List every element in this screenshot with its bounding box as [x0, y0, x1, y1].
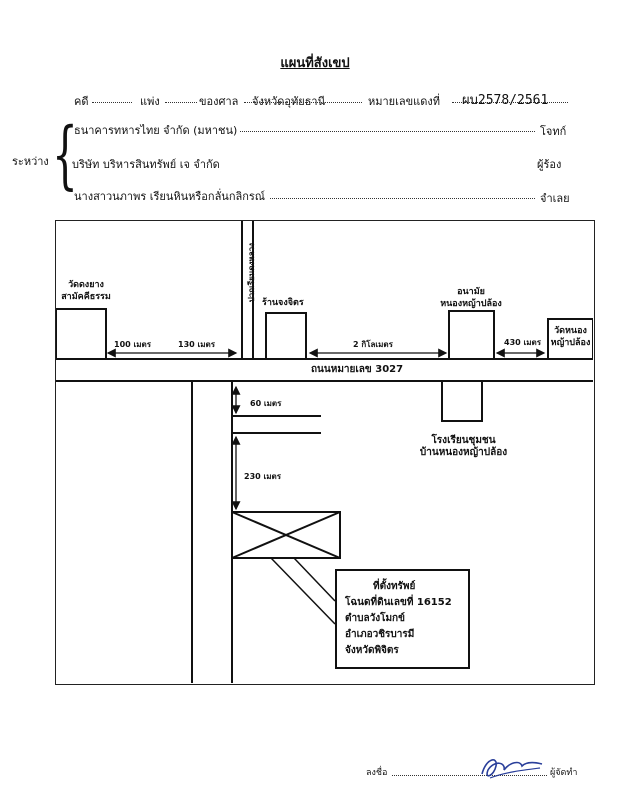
case-type: แพ่ง	[140, 95, 160, 108]
dotted-fill	[165, 92, 197, 103]
distance-label-1: 100 เมตร	[114, 340, 151, 349]
school-building	[441, 380, 483, 422]
dotted-fill	[270, 188, 535, 199]
distance-label-6: 230 เมตร	[244, 472, 281, 481]
party-plaintiff-role: โจทก์	[540, 125, 567, 138]
party-petitioner-name: บริษัท บริหารสินทรัพย์ เจ จำกัด	[72, 158, 220, 171]
dotted-fill	[244, 92, 362, 103]
court-label: ของศาล	[199, 95, 239, 108]
dotted-fill	[452, 92, 568, 103]
map-drawing	[56, 221, 593, 683]
case-label: คดี	[74, 95, 89, 108]
party-petitioner-role: ผู้ร้อง	[537, 158, 562, 171]
road-number-label: ถนนหมายเลข 3027	[311, 364, 404, 375]
signature-mark	[481, 759, 543, 779]
party-plaintiff-name: ธนาคารทหารไทย จำกัด (มหาชน)	[74, 124, 238, 137]
shop-label: ร้านจงจิตร	[262, 298, 304, 308]
property-info-box: ที่ตั้งทรัพย์ โฉนดที่ดินเลขที่ 16152 ตำบ…	[335, 569, 470, 669]
dotted-fill	[92, 92, 132, 103]
court-name: จังหวัดอุทัยธานี	[252, 95, 326, 108]
school-label: โรงเรียนชุมชน บ้านหนองหญ้าปล้อง	[419, 435, 508, 458]
red-number-value: ผบ2578/2561	[462, 93, 549, 108]
document-title: แผนที่สังเขป	[280, 56, 350, 71]
distance-label-2: 130 เมตร	[178, 340, 215, 349]
health-center-building	[448, 310, 495, 360]
temple-right-building	[547, 318, 593, 360]
property-deed-number: โฉนดที่ดินเลขที่ 16152	[345, 597, 452, 608]
property-subdistrict: ตำบลวังโมกข์	[345, 613, 405, 624]
distance-label-4: 430 เมตร	[504, 338, 541, 347]
temple-left-building	[56, 308, 107, 360]
red-number-label: หมายเลขแดงที่	[368, 95, 440, 108]
sketch-map: วัดดงยาง สามัคคีธรรม ปากเรียนดงหลวง ร้าน…	[55, 220, 595, 685]
property-district: อำเภอวชิรบารมี	[345, 629, 415, 640]
dotted-fill	[240, 121, 535, 132]
health-center-label: อนามัย หนองหญ้าปล้อง	[440, 287, 502, 309]
temple-right-label: วัดหนอง หญ้าปล้อง	[550, 326, 591, 348]
signature-label: ลงชื่อ	[366, 768, 388, 778]
distance-label-3: 2 กิโลเมตร	[353, 340, 393, 349]
shop-building	[265, 312, 307, 360]
signature-line	[392, 765, 547, 776]
market-road-label: ปากเรียนดงหลวง	[247, 243, 256, 303]
signature-role: ผู้จัดทำ	[550, 768, 578, 778]
party-defendant-role: จำเลย	[540, 192, 570, 205]
party-defendant-name: นางสาวนภาพร เรียนหินหรือกลั่นกลิกรณ์	[74, 190, 266, 203]
temple-left-label: วัดดงยาง สามัคคีธรรม	[61, 280, 111, 302]
brace-symbol: {	[52, 112, 78, 198]
distance-label-5: 60 เมตร	[250, 399, 282, 408]
between-label: ระหว่าง	[12, 155, 49, 168]
property-title: ที่ตั้งทรัพย์	[373, 581, 416, 592]
property-province: จังหวัดพิจิตร	[345, 645, 399, 656]
property-parcel	[231, 511, 341, 559]
